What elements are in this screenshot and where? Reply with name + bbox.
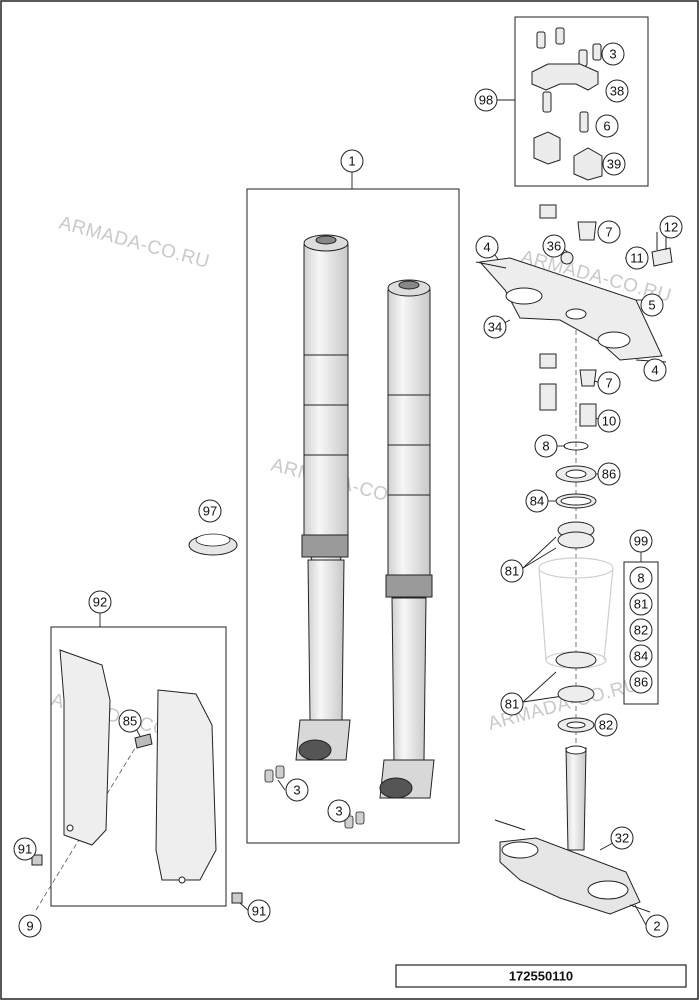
kit-callout-84-label: 84	[634, 649, 648, 664]
callout-38-label: 38	[610, 84, 624, 99]
callout-4-upper-label: 4	[483, 240, 490, 255]
callout-36[interactable]: 36	[542, 234, 566, 258]
callout-4-lower[interactable]: 4	[643, 358, 667, 382]
callout-81-upper[interactable]: 81	[500, 559, 524, 583]
callout-38[interactable]: 38	[605, 79, 629, 103]
kit-callout-8[interactable]: 8	[629, 566, 653, 590]
clamp-kit-box	[514, 16, 649, 187]
callout-10[interactable]: 10	[597, 409, 621, 433]
axle-screws	[264, 765, 365, 829]
upper-triple-clamp	[475, 204, 673, 363]
fork-ring-97	[188, 533, 238, 556]
lower-triple-clamp	[494, 745, 651, 915]
callout-97-label: 97	[203, 504, 217, 519]
callout-92[interactable]: 92	[88, 590, 112, 614]
bearing-stack	[539, 353, 597, 733]
callout-8-upper-label: 8	[542, 439, 549, 454]
kit-callout-8-label: 8	[637, 571, 644, 586]
callout-99-label: 99	[634, 534, 648, 549]
callout-9[interactable]: 9	[18, 914, 42, 938]
callout-3-top[interactable]: 3	[601, 42, 625, 66]
fork-assembly-box	[246, 188, 460, 844]
callout-39[interactable]: 39	[602, 152, 626, 176]
callout-7-lower[interactable]: 7	[597, 371, 621, 395]
callout-92-label: 92	[93, 595, 107, 610]
callout-11[interactable]: 11	[625, 246, 649, 270]
callout-8-upper[interactable]: 8	[534, 434, 558, 458]
callout-2-label: 2	[653, 919, 660, 934]
callout-3-top-label: 3	[609, 47, 616, 62]
callout-97[interactable]: 97	[198, 499, 222, 523]
callout-81-lower[interactable]: 81	[500, 692, 524, 716]
kit-callout-82[interactable]: 82	[629, 618, 653, 642]
callout-7-upper[interactable]: 7	[597, 220, 621, 244]
callout-7-lower-label: 7	[605, 376, 612, 391]
fork-protectors	[31, 649, 243, 904]
callout-12[interactable]: 12	[659, 215, 683, 239]
callout-5-label: 5	[648, 298, 655, 313]
callout-36-label: 36	[547, 239, 561, 254]
callout-91-left-label: 91	[18, 842, 32, 857]
callout-3-right-label: 3	[335, 804, 342, 819]
callout-32-label: 32	[615, 831, 629, 846]
callout-85[interactable]: 85	[118, 709, 142, 733]
callout-34[interactable]: 34	[483, 315, 507, 339]
kit-callout-81-label: 81	[634, 597, 648, 612]
callouts: 1 98 3 38 6 39 4 7 12 36 11 5 34 4 7 10 …	[13, 42, 683, 938]
callout-84-upper[interactable]: 84	[525, 489, 549, 513]
callout-91-right[interactable]: 91	[247, 899, 271, 923]
callout-3-left[interactable]: 3	[285, 778, 309, 802]
callout-1[interactable]: 1	[340, 149, 364, 173]
callout-91-right-label: 91	[252, 904, 266, 919]
callout-1-label: 1	[348, 154, 355, 169]
kit-callout-86[interactable]: 86	[629, 670, 653, 694]
callout-7-upper-label: 7	[605, 225, 612, 240]
callout-3-left-label: 3	[293, 783, 300, 798]
callout-85-label: 85	[123, 714, 137, 729]
fork-legs	[295, 234, 435, 799]
callout-84-upper-label: 84	[530, 494, 544, 509]
callout-4-lower-label: 4	[651, 363, 658, 378]
callout-81-upper-label: 81	[505, 564, 519, 579]
clamp-kit-parts	[531, 27, 603, 181]
kit-callout-84[interactable]: 84	[629, 644, 653, 668]
callout-10-label: 10	[602, 414, 616, 429]
callout-98-label: 98	[479, 93, 493, 108]
callout-5[interactable]: 5	[640, 293, 664, 317]
kit-callout-82-label: 82	[634, 623, 648, 638]
callout-82-lower-label: 82	[599, 718, 613, 733]
callout-91-left[interactable]: 91	[13, 837, 37, 861]
callout-4-upper[interactable]: 4	[475, 235, 499, 259]
kit-callout-81[interactable]: 81	[629, 592, 653, 616]
drawing-number-box: 172550110	[395, 964, 687, 988]
callout-86-upper-label: 86	[602, 467, 616, 482]
callout-12-label: 12	[664, 220, 678, 235]
callout-9-label: 9	[26, 919, 33, 934]
callout-39-label: 39	[607, 157, 621, 172]
callout-81-lower-label: 81	[505, 697, 519, 712]
callout-32[interactable]: 32	[610, 826, 634, 850]
callout-6-label: 6	[603, 119, 610, 134]
drawing-number: 172550110	[509, 969, 573, 984]
kit-callout-86-label: 86	[634, 675, 648, 690]
callout-82-lower[interactable]: 82	[594, 713, 618, 737]
callout-99[interactable]: 99	[629, 529, 653, 553]
callout-3-right[interactable]: 3	[327, 799, 351, 823]
callout-2[interactable]: 2	[645, 914, 669, 938]
callout-86-upper[interactable]: 86	[597, 462, 621, 486]
fork-protector-box	[50, 626, 227, 907]
callout-34-label: 34	[488, 320, 502, 335]
watermark-1: ARMADA-CO.RU	[57, 213, 212, 273]
callout-11-label: 11	[630, 251, 644, 266]
callout-98[interactable]: 98	[474, 88, 498, 112]
callout-6[interactable]: 6	[595, 114, 619, 138]
